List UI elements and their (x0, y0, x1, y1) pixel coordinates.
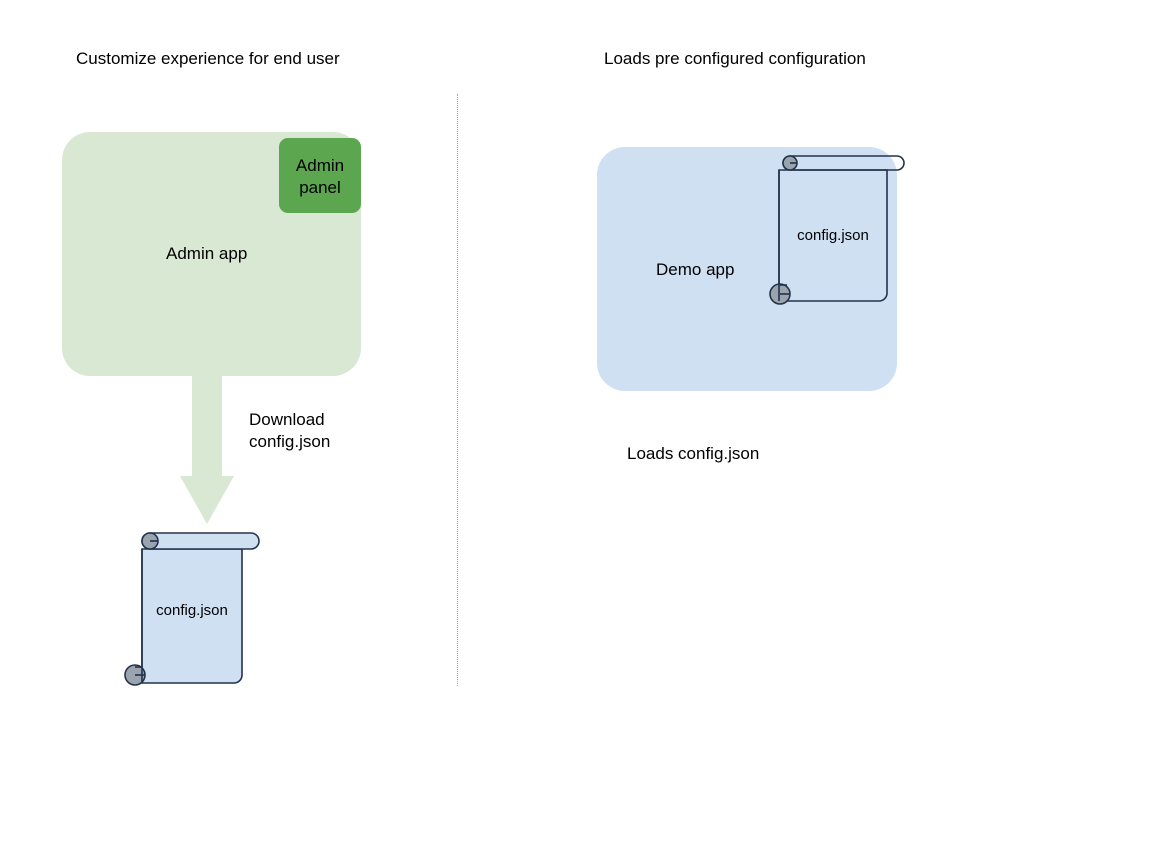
download-arrow-label: Download config.json (249, 409, 330, 453)
config-json-document-left-label: config.json (156, 602, 228, 619)
config-json-document-right-label: config.json (797, 227, 869, 244)
admin-panel-label-line1: Admin (295, 156, 345, 175)
admin-panel-box[interactable]: Admin panel (279, 138, 361, 213)
demo-app-box[interactable] (597, 147, 897, 391)
download-arrow-label-line2: config.json (249, 432, 331, 451)
download-arrow-shape (180, 372, 234, 524)
scroll-icon (769, 155, 905, 305)
demo-app-label: Demo app (656, 260, 735, 279)
download-arrow-label-line1: Download (249, 410, 325, 429)
admin-panel-label-line2: panel (299, 178, 341, 197)
download-arrow (180, 372, 234, 528)
admin-app-label: Admin app (166, 244, 248, 263)
left-section-title: Customize experience for end user (76, 49, 340, 68)
right-section-title: Loads pre configured configuration (604, 49, 866, 68)
config-json-document-right[interactable]: config.json (769, 149, 915, 309)
scroll-icon (124, 532, 260, 686)
loads-config-caption: Loads config.json (627, 444, 760, 463)
config-json-document-left[interactable]: config.json (118, 525, 268, 691)
admin-panel-label: Admin panel (279, 155, 361, 199)
vertical-dotted-divider (457, 94, 458, 686)
